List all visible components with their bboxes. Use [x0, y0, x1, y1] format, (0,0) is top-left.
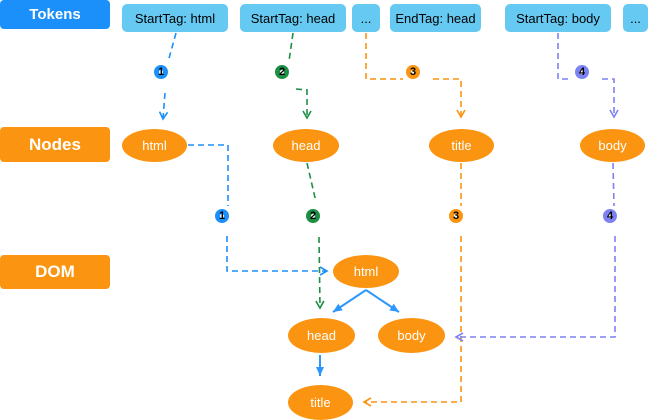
line-node-html-to-badge1b [188, 144, 229, 206]
tokens-row-label: Tokens [0, 0, 110, 29]
line-node-head-to-badge2b [306, 162, 317, 203]
line-node-body-to-badge4b [612, 162, 615, 207]
line-token-head-to-badge2 [288, 32, 294, 62]
nodes-row-label: Nodes [0, 127, 110, 162]
node-html: html [122, 129, 187, 162]
dom-node-title: title [288, 385, 353, 420]
arrow-badge3-to-node-title [433, 78, 466, 119]
tree-edge-html-head [332, 289, 367, 313]
token-ellipsis-1: ... [352, 4, 380, 32]
step-badge-3-nodes: 3 [449, 209, 463, 223]
step-badge-4-tokens: 4 [575, 65, 589, 79]
step-badge-4-nodes: 4 [603, 209, 617, 223]
arrow-badge1b-to-dom-html [226, 236, 329, 276]
node-title: title [429, 129, 494, 162]
token-ellipsis-2: ... [623, 4, 648, 32]
step-badge-2-nodes: 2 [306, 209, 320, 223]
arrow-badge4-to-node-body [602, 78, 619, 119]
step-badge-1-tokens: 1 [154, 65, 168, 79]
tree-edge-html-body [365, 289, 400, 313]
arrow-badge1-to-node-html [158, 92, 169, 121]
line-token-body-to-badge4 [557, 33, 572, 80]
line-token-html-to-badge1 [167, 32, 177, 63]
step-badge-2-tokens: 2 [275, 65, 289, 79]
dom-node-html: html [333, 255, 399, 288]
dom-row-label: DOM [0, 255, 110, 289]
token-starttag-html: StartTag: html [122, 4, 228, 32]
arrow-badge3b-to-dom-title [362, 236, 462, 407]
token-starttag-body: StartTag: body [505, 4, 611, 32]
node-head: head [273, 129, 339, 162]
dom-node-body: body [378, 318, 445, 353]
arrow-badge4b-to-dom-body [454, 236, 616, 342]
dom-node-head: head [288, 318, 355, 353]
step-badge-1-nodes: 1 [215, 209, 229, 223]
arrow-badge2-to-node-head [295, 88, 312, 120]
arrow-badge2b-to-dom-head [315, 236, 325, 310]
node-body: body [580, 129, 645, 162]
step-badge-3-tokens: 3 [406, 65, 420, 79]
token-endtag-head: EndTag: head [390, 4, 481, 32]
line-token-ellipsis-to-badge3 [365, 33, 403, 80]
token-starttag-head: StartTag: head [240, 4, 346, 32]
